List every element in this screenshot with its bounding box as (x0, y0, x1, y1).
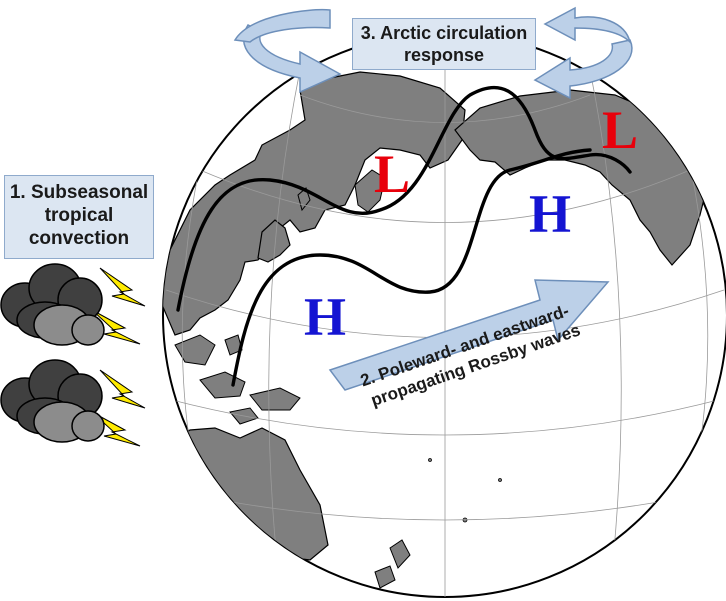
wave-line-upper (176, 85, 632, 312)
pressure-centers: L L H H (304, 100, 638, 347)
circulation-arrows (233, 6, 633, 100)
storm-clouds (0, 263, 146, 447)
storm-cloud-icon (0, 263, 146, 346)
storm-cloud-icon (0, 359, 146, 447)
high-pressure-west: H (304, 287, 346, 347)
land-asia (163, 71, 466, 336)
graticule (165, 33, 725, 597)
arctic-response-label: 3. Arctic circulation response (352, 18, 536, 70)
arctic-label-line1: 3. Arctic circulation (360, 23, 528, 43)
wave-line-lower (231, 148, 592, 387)
circular-arrow-icon (533, 39, 633, 100)
tropical-label-line1: 1. Subseasonal (9, 182, 149, 203)
circular-arrow-icon (233, 8, 331, 43)
globe (162, 32, 726, 598)
land-japan (257, 219, 291, 263)
low-pressure-west: L (374, 144, 410, 204)
circular-arrow-icon (543, 6, 632, 45)
tropical-convection-label: 1. Subseasonal tropical convection (4, 175, 154, 259)
tropical-label-line2: tropical (44, 204, 114, 226)
tropical-label-line3: convection (28, 227, 130, 249)
rossby-wave-lines (176, 85, 632, 387)
high-pressure-east: H (529, 184, 571, 244)
block-arrow-icon (328, 279, 610, 391)
land-north-america (454, 89, 711, 266)
circular-arrow-icon (242, 24, 342, 94)
low-pressure-east: L (602, 100, 638, 160)
arctic-label-line2: response (403, 44, 485, 65)
